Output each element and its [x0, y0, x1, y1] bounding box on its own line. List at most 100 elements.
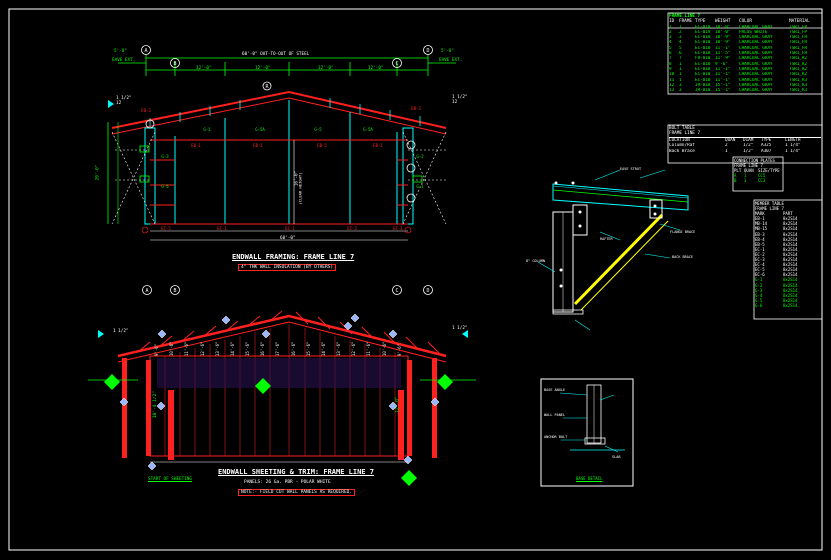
table-cell: EC-018 — [695, 40, 711, 46]
svg-text:EB-3: EB-3 — [141, 108, 151, 113]
svg-text:G-5A: G-5A — [255, 127, 265, 132]
svg-text:8" COLUMN: 8" COLUMN — [526, 259, 545, 263]
table-cell: 8x2S14 — [783, 292, 798, 298]
table-cell: EB-1 — [755, 216, 765, 222]
table-cell: EC-1 — [755, 246, 765, 252]
bolt-table-title: BOLT TABLE — [669, 126, 695, 131]
slope-run: 12 — [116, 101, 122, 106]
panel-length-label: 12'-6" — [199, 341, 205, 356]
table-cell: G-5 — [755, 297, 763, 303]
table-cell: JR-018 — [695, 82, 711, 88]
svg-text:A: A — [144, 48, 147, 54]
sheeting-opening-left: 10'-4 1/2" — [153, 390, 159, 419]
table-cell: EC-018 — [695, 77, 711, 83]
col-header: DIAM — [743, 137, 754, 143]
member-subtitle: FRAME LINE 7 — [755, 206, 784, 212]
framing-eave-ext-left: EAVE EXT. — [112, 58, 136, 63]
table-cell: TSR1_FP — [789, 29, 808, 35]
table-cell: 8x2S14 — [783, 302, 798, 308]
connection-plates-table: CONNECTION PLATES FRAME LINE 7 PLT QUAN … — [734, 158, 782, 183]
framing-eave-ext-right: EAVE EXT. — [439, 58, 463, 63]
table-cell: EC-4 — [755, 262, 765, 268]
table-cell: 3 — [679, 82, 682, 88]
svg-text:G-5: G-5 — [161, 184, 169, 189]
svg-text:EC-3: EC-3 — [347, 226, 357, 231]
col-header: ID — [669, 19, 675, 25]
member-header: MARK PART — [755, 211, 821, 216]
table-cell: TSR1_FP — [789, 24, 808, 30]
framing-note: 4" THK WALL INSULATION (BY OTHERS) — [238, 264, 337, 271]
panel-length-label: 15'-6" — [245, 341, 251, 356]
svg-text:C: C — [395, 288, 398, 294]
table-cell: 10'-9" — [715, 40, 731, 46]
sheeting-slope-right: 1 1/2" — [452, 326, 468, 331]
table-cell: 15'-1" — [715, 88, 731, 94]
table-cell: TSR1_R2 — [789, 66, 808, 72]
table-cell: Back Brace — [669, 148, 695, 154]
framing-slope-left: 1 1/2"12 — [116, 96, 132, 106]
svg-text:EC-1: EC-1 — [217, 226, 227, 231]
slope-rise: 1 1/2" — [116, 96, 132, 101]
table-cell: 9 — [669, 66, 672, 72]
col-header: TYPE — [761, 137, 772, 143]
table-cell: 1 — [679, 61, 682, 67]
bolt-table-header: LOCATION QUAN DIAM TYPE LENGTH — [669, 136, 821, 143]
panel-length-label: 16'-6" — [290, 341, 296, 356]
table-cell: EC-019 — [695, 29, 711, 35]
table-cell: 3 — [669, 35, 672, 41]
table-cell: 8x2S14 — [783, 282, 798, 288]
table-cell: EC-5 — [755, 267, 765, 273]
table-cell: 10'-0" — [715, 24, 731, 30]
panel-length-label: 10'-6" — [169, 341, 175, 356]
table-cell: 8x2S14 — [783, 272, 798, 278]
sheeting-opening-right: 12'-0" — [395, 396, 401, 413]
table-cell: MB-15 — [755, 226, 768, 232]
col-header: FRAME — [679, 19, 692, 25]
panel-length-label: 9'-6" — [154, 343, 159, 356]
table-cell: 9'-6" — [715, 61, 728, 67]
table-cell: EC-018 — [695, 72, 711, 78]
table-cell: 1 1/4" — [785, 148, 801, 154]
col-header: SIZE/TYPE — [758, 168, 780, 174]
svg-text:BASE ANGLE: BASE ANGLE — [544, 388, 565, 392]
table-cell: 1 — [725, 148, 728, 154]
table-cell: G-3 — [755, 287, 763, 293]
svg-text:G-3: G-3 — [161, 154, 169, 159]
svg-text:G-1: G-1 — [416, 184, 424, 189]
svg-text:EC-1: EC-1 — [285, 226, 295, 231]
table-cell: CHARCOAL GRAY — [739, 61, 773, 67]
svg-text:EB-1: EB-1 — [191, 143, 201, 148]
plates-subtitle: FRAME LINE 7 — [734, 163, 763, 169]
table-cell: 8x2S14 — [783, 257, 798, 263]
table-cell: TSR1_R2 — [789, 56, 808, 62]
table-cell: TSR1_R3 — [789, 82, 808, 88]
table-cell: 8x2S14 — [783, 277, 798, 283]
frame-tags-table: FRAME LINE 7 ID FRAME TYPE WEIGHT COLOR … — [669, 14, 821, 94]
table-cell: CHARCOAL GRAY — [739, 66, 773, 72]
table-cell: 8x2S14 — [783, 251, 798, 257]
table-cell: G-6 — [755, 302, 763, 308]
svg-text:B: B — [173, 288, 176, 294]
table-cell: 8x2S14 — [783, 287, 798, 293]
table-cell: A325 — [761, 143, 772, 149]
table-cell: 4 — [669, 40, 672, 46]
table-cell: TSR1_FR — [789, 51, 808, 57]
table-cell: 8x2S14 — [783, 221, 798, 227]
table-cell: CHARCOAL GRAY — [739, 88, 773, 94]
slope-rise: 1 1/2" — [452, 326, 468, 331]
table-cell: 8x2S14 — [783, 241, 798, 247]
